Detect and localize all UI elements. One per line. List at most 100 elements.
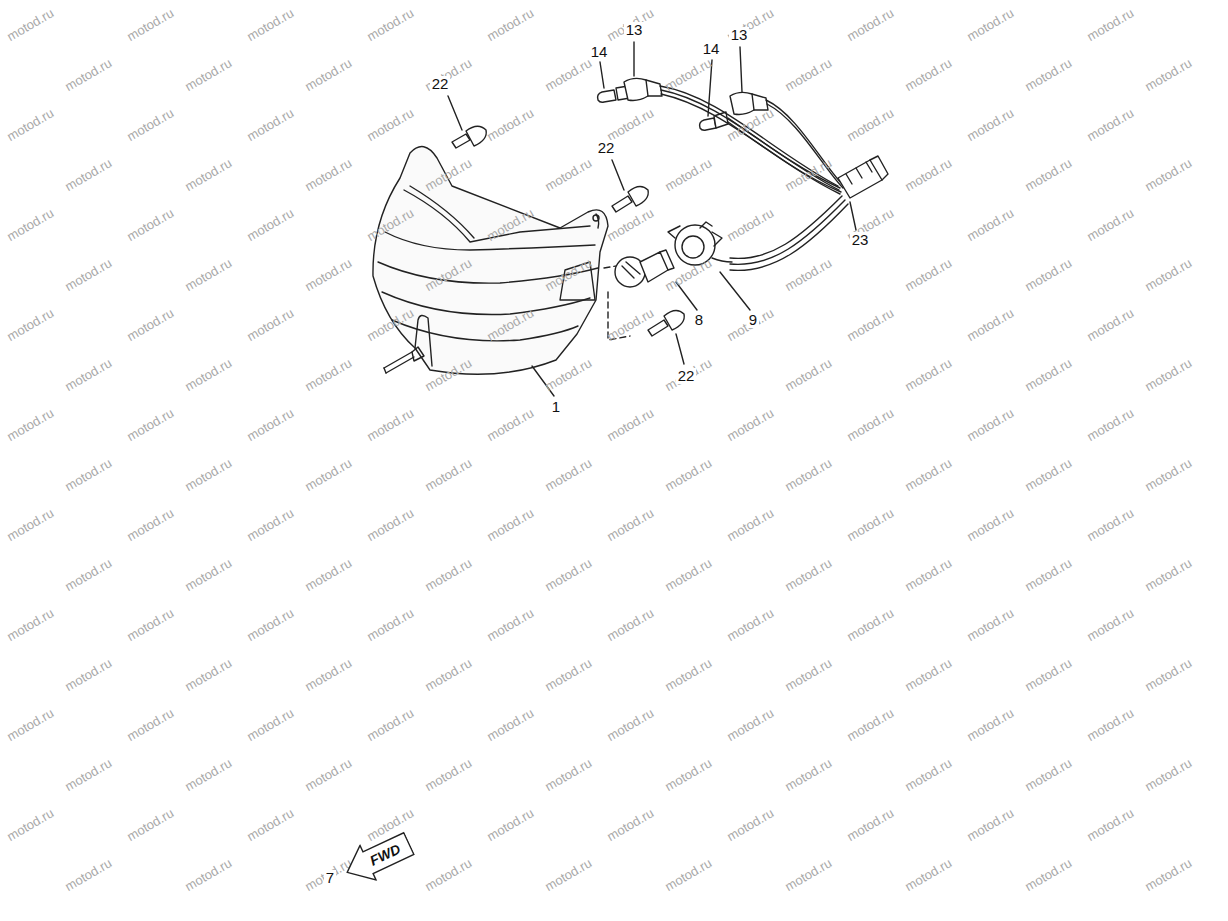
watermark: motod.ru — [1022, 455, 1074, 494]
watermark: motod.ru — [422, 455, 474, 494]
watermark: motod.ru — [484, 705, 536, 744]
watermark: motod.ru — [62, 455, 114, 494]
watermark: motod.ru — [662, 55, 714, 94]
callout-number: 13 — [624, 22, 645, 38]
watermark: motod.ru — [964, 5, 1016, 44]
watermark: motod.ru — [244, 405, 296, 444]
watermark: motod.ru — [302, 355, 354, 394]
watermark: motod.ru — [422, 555, 474, 594]
watermark: motod.ru — [964, 705, 1016, 744]
watermark: motod.ru — [662, 455, 714, 494]
watermark: motod.ru — [964, 105, 1016, 144]
watermark: motod.ru — [542, 55, 594, 94]
watermark: motod.ru — [302, 555, 354, 594]
watermark: motod.ru — [1142, 55, 1194, 94]
watermark: motod.ru — [182, 355, 234, 394]
watermark: motod.ru — [4, 505, 56, 544]
watermark: motod.ru — [782, 755, 834, 794]
watermark: motod.ru — [604, 505, 656, 544]
watermark: motod.ru — [604, 705, 656, 744]
watermark: motod.ru — [844, 605, 896, 644]
watermark: motod.ru — [244, 505, 296, 544]
watermark: motod.ru — [662, 755, 714, 794]
watermark: motod.ru — [1142, 355, 1194, 394]
watermark: motod.ru — [182, 755, 234, 794]
watermark: motod.ru — [244, 5, 296, 44]
watermark: motod.ru — [1142, 755, 1194, 794]
watermark: motod.ru — [844, 305, 896, 344]
watermark: motod.ru — [724, 705, 776, 744]
direction-arrow: FWD — [338, 825, 418, 891]
watermark: motod.ru — [62, 355, 114, 394]
watermark: motod.ru — [62, 155, 114, 194]
watermark: motod.ru — [4, 705, 56, 744]
watermark: motod.ru — [124, 505, 176, 544]
watermark: motod.ru — [604, 805, 656, 844]
watermark: motod.ru — [62, 55, 114, 94]
watermark: motod.ru — [62, 555, 114, 594]
watermark: motod.ru — [182, 655, 234, 694]
watermark: motod.ru — [1142, 155, 1194, 194]
watermark: motod.ru — [902, 155, 954, 194]
watermark: motod.ru — [964, 505, 1016, 544]
watermark: motod.ru — [1022, 255, 1074, 294]
watermark: motod.ru — [902, 455, 954, 494]
watermark: motod.ru — [124, 605, 176, 644]
watermark: motod.ru — [1084, 5, 1136, 44]
watermark: motod.ru — [964, 205, 1016, 244]
watermark: motod.ru — [484, 805, 536, 844]
callout-number: 1 — [550, 399, 562, 415]
watermark: motod.ru — [604, 205, 656, 244]
watermark: motod.ru — [964, 605, 1016, 644]
watermark: motod.ru — [182, 255, 234, 294]
watermark: motod.ru — [542, 555, 594, 594]
callout-number: 8 — [693, 312, 705, 328]
watermark: motod.ru — [782, 255, 834, 294]
watermark: motod.ru — [302, 155, 354, 194]
watermark: motod.ru — [1022, 755, 1074, 794]
watermark: motod.ru — [4, 605, 56, 644]
watermark: motod.ru — [1084, 505, 1136, 544]
watermark: motod.ru — [1084, 805, 1136, 844]
watermark: motod.ru — [182, 155, 234, 194]
watermark: motod.ru — [4, 305, 56, 344]
callout-number: 23 — [850, 232, 871, 248]
watermark: motod.ru — [124, 305, 176, 344]
watermark: motod.ru — [484, 405, 536, 444]
watermark: motod.ru — [124, 105, 176, 144]
watermark: motod.ru — [1022, 355, 1074, 394]
watermark: motod.ru — [1022, 155, 1074, 194]
callout-number: 14 — [701, 41, 722, 57]
watermark: motod.ru — [364, 605, 416, 644]
watermark: motod.ru — [902, 355, 954, 394]
watermark: motod.ru — [1142, 455, 1194, 494]
watermark: motod.ru — [124, 5, 176, 44]
watermark: motod.ru — [724, 205, 776, 244]
watermark: motod.ru — [1142, 655, 1194, 694]
watermark: motod.ru — [1084, 105, 1136, 144]
watermark: motod.ru — [902, 855, 954, 894]
callout-number: 9 — [747, 312, 759, 328]
watermark: motod.ru — [364, 505, 416, 544]
watermark: motod.ru — [4, 205, 56, 244]
watermark: motod.ru — [124, 405, 176, 444]
watermark: motod.ru — [902, 55, 954, 94]
watermark: motod.ru — [182, 855, 234, 894]
callout-number: 14 — [589, 44, 610, 60]
watermark: motod.ru — [364, 405, 416, 444]
watermark: motod.ru — [844, 405, 896, 444]
watermark: motod.ru — [724, 605, 776, 644]
watermark: motod.ru — [964, 805, 1016, 844]
watermark: motod.ru — [364, 5, 416, 44]
watermark: motod.ru — [964, 305, 1016, 344]
watermark: motod.ru — [662, 855, 714, 894]
watermark: motod.ru — [302, 755, 354, 794]
watermark: motod.ru — [244, 705, 296, 744]
watermark: motod.ru — [62, 255, 114, 294]
watermark: motod.ru — [484, 5, 536, 44]
callout-number: 13 — [729, 27, 750, 43]
watermark: motod.ru — [244, 205, 296, 244]
watermark: motod.ru — [604, 105, 656, 144]
watermark: motod.ru — [902, 555, 954, 594]
watermark: motod.ru — [244, 805, 296, 844]
